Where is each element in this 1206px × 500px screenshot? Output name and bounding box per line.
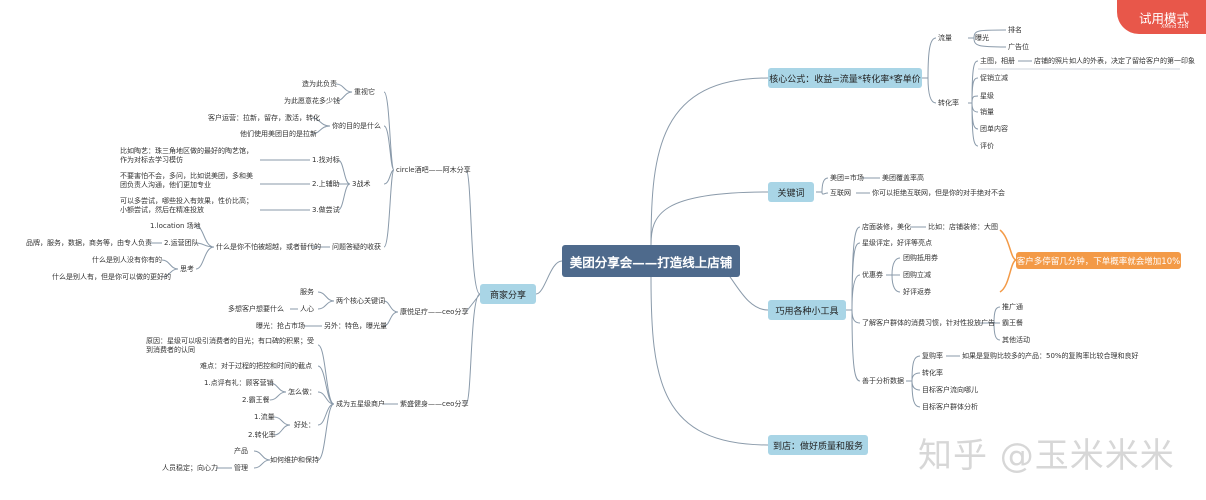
node-nandian[interactable]: 难点：对于过程的把控和时间的截点: [200, 362, 312, 370]
node-xingji-pingding[interactable]: 星级评定，好评等亮点: [862, 239, 932, 247]
node-qita-huodong[interactable]: 其他活动: [1002, 336, 1030, 344]
node-liuliang[interactable]: 流量: [938, 34, 952, 42]
node-renxin-note[interactable]: 多想客户想要什么: [228, 305, 284, 313]
node-zhao-note[interactable]: 比如陶艺：珠三角地区做的最好的陶艺馆，作为对标去学习模仿: [120, 147, 253, 164]
node-bawangcan[interactable]: 霸王餐: [1002, 319, 1023, 327]
node-renxin[interactable]: 人心: [300, 305, 314, 313]
node-fuwu[interactable]: 服务: [300, 288, 314, 296]
node-meituan-note[interactable]: 美团覆盖率高: [882, 174, 924, 182]
trial-mode-label: 试用模式: [1139, 11, 1190, 26]
node-sikao-2[interactable]: 什么是别人有，但是你可以做的更好的: [52, 273, 171, 281]
node-fugoulv[interactable]: 复购率: [922, 352, 943, 360]
node-tuangou-diyongquan[interactable]: 团购抵用券: [903, 254, 938, 262]
node-tamen[interactable]: 他们使用美团目的是拉新: [240, 130, 317, 138]
node-wuxing-shanghu[interactable]: 成为五星级商户: [336, 400, 385, 408]
node-dianmian[interactable]: 店面装修，美化: [862, 223, 911, 231]
node-zhutu[interactable]: 主图，相册: [980, 57, 1015, 65]
node-zenmezuo[interactable]: 怎么做：: [288, 388, 316, 396]
node-mudi[interactable]: 你的目的是什么: [332, 122, 381, 130]
node-changshi-note[interactable]: 可以多尝试，哪些投入有效果，性价比高；小额尝试，然后在精准投放: [120, 197, 253, 214]
node-baoguang[interactable]: 曝光: [975, 34, 989, 42]
node-fugoulv-note[interactable]: 如果是复购比较多的产品：50%的复购率比较合理和良好: [962, 352, 1139, 360]
node-kehu-yunying[interactable]: 客户运营：拉新，留存，激活，转化: [208, 114, 320, 122]
branch-core-formula[interactable]: 核心公式：收益=流量*转化率*客单价: [768, 68, 922, 88]
node-zhuanhualv-2[interactable]: 转化率: [922, 369, 943, 377]
branch-keywords[interactable]: 关键词: [768, 182, 814, 202]
node-zhuanhualv-3[interactable]: 2.转化率: [248, 431, 276, 439]
node-zhuanhualv[interactable]: 转化率: [938, 99, 959, 107]
node-zisheng[interactable]: 紫盛健身——ceo分享: [400, 400, 469, 408]
node-fuzhu[interactable]: 2.上辅助: [312, 180, 340, 188]
node-kangyue[interactable]: 康悦足疗——ceo分享: [400, 308, 469, 316]
node-youhuiquan[interactable]: 优惠券: [862, 271, 883, 279]
branch-store-visit[interactable]: 到店：做好质量和服务: [768, 435, 868, 455]
node-buweichaoyue[interactable]: 什么是你不怕被超越，或者替代的: [216, 243, 321, 251]
xmind-brand-label: XMind ZEN: [1161, 24, 1189, 30]
node-lingwai[interactable]: 另外：特色，曝光量: [324, 322, 387, 330]
node-dianping-youli[interactable]: 1.点评有礼：顾客营销: [204, 379, 274, 387]
node-yunying-tuandui[interactable]: 2.运营团队: [164, 239, 199, 247]
node-tuandan[interactable]: 团单内容: [980, 125, 1008, 133]
node-meituan[interactable]: 美团=市场: [830, 174, 864, 182]
node-yuanyin[interactable]: 原因：星级可以吸引消费者的目光；有口碑的积累；受到消费者的认同: [146, 337, 314, 354]
node-dianmian-note[interactable]: 比如：店铺装修：大图: [928, 223, 998, 231]
node-xingji[interactable]: 星级: [980, 92, 994, 100]
node-kehu-fenxi[interactable]: 目标客户群体分析: [922, 403, 978, 411]
node-weishenme[interactable]: 为此愿意花多少钱: [284, 97, 340, 105]
node-circle-bar[interactable]: circle酒吧——阿木分享: [396, 166, 471, 174]
node-haoping-fanquan[interactable]: 好评返券: [903, 288, 931, 296]
node-ruhe-weihu[interactable]: 如何维护和保持: [270, 456, 319, 464]
node-hexin-guanjianci[interactable]: 两个核心关键词: [336, 297, 385, 305]
node-tuiguangtong[interactable]: 推广通: [1002, 303, 1023, 311]
node-cuxiao[interactable]: 促销立减: [980, 74, 1008, 82]
branch-tools[interactable]: 巧用各种小工具: [768, 300, 846, 320]
node-zhao-duibiao[interactable]: 1.找对标: [312, 156, 340, 164]
node-kehu-liuxiang[interactable]: 目标客户流向哪儿: [922, 386, 978, 394]
node-zhanshu[interactable]: 3战术: [352, 180, 371, 188]
callout-summary[interactable]: 客户多停留几分钟，下单概率就会增加10%: [1016, 252, 1181, 269]
node-changshi[interactable]: 3.做尝试: [312, 206, 340, 214]
node-pingjia[interactable]: 评价: [980, 142, 994, 150]
node-baoguang-shichang[interactable]: 曝光：抢占市场: [256, 322, 305, 330]
node-hulianwang-note[interactable]: 你可以拒绝互联网，但是你的对手绝对不会: [872, 189, 1005, 197]
node-chanpin[interactable]: 产品: [234, 447, 248, 455]
node-sikao-1[interactable]: 什么是别人没有你有的: [92, 256, 162, 264]
node-guanggaowei[interactable]: 广告位: [1008, 43, 1029, 51]
node-liaojie-kehu[interactable]: 了解客户群体的消费习惯，针对性投放广告: [862, 319, 995, 327]
central-topic[interactable]: 美团分享会——打造线上店铺: [562, 245, 740, 277]
node-xiaoliang[interactable]: 销量: [980, 108, 994, 116]
node-bawangcan-2[interactable]: 2.霸王餐: [242, 396, 270, 404]
node-fenxi-shuju[interactable]: 善于分析数据: [862, 377, 904, 385]
node-zhongshi[interactable]: 重视它: [354, 88, 375, 96]
node-location[interactable]: 1.location 场地: [150, 222, 201, 230]
node-zhutu-note[interactable]: 店铺的照片如人的外表，决定了留给客户的第一印象: [1034, 57, 1195, 65]
watermark: 知乎 @玉米米米: [918, 436, 1175, 476]
node-guanli-note[interactable]: 人员稳定；向心力: [162, 464, 218, 472]
node-liuliang-2[interactable]: 1.流量: [254, 413, 275, 421]
node-haochu[interactable]: 好处：: [294, 421, 315, 429]
node-paiming[interactable]: 排名: [1008, 26, 1022, 34]
node-wenti-shouhuo[interactable]: 问题答疑的收获: [332, 243, 381, 251]
trial-mode-badge[interactable]: 试用模式 XMind ZEN: [1117, 0, 1206, 34]
node-zaowei[interactable]: 造为此负责: [302, 80, 337, 88]
node-tuangou-lijian[interactable]: 团购立减: [903, 271, 931, 279]
node-fuzhu-note[interactable]: 不要害怕不会，多问，比如说美团，多和美团负责人沟通，他们更加专业: [120, 172, 253, 189]
node-guanli[interactable]: 管理: [234, 464, 248, 472]
branch-merchant-share[interactable]: 商家分享: [480, 284, 536, 304]
node-pinpai[interactable]: 品牌，服务，数据，商务等，由专人负责: [26, 239, 152, 247]
node-hulianwang[interactable]: 互联网: [830, 189, 851, 197]
node-sikao[interactable]: 思考: [180, 265, 194, 273]
